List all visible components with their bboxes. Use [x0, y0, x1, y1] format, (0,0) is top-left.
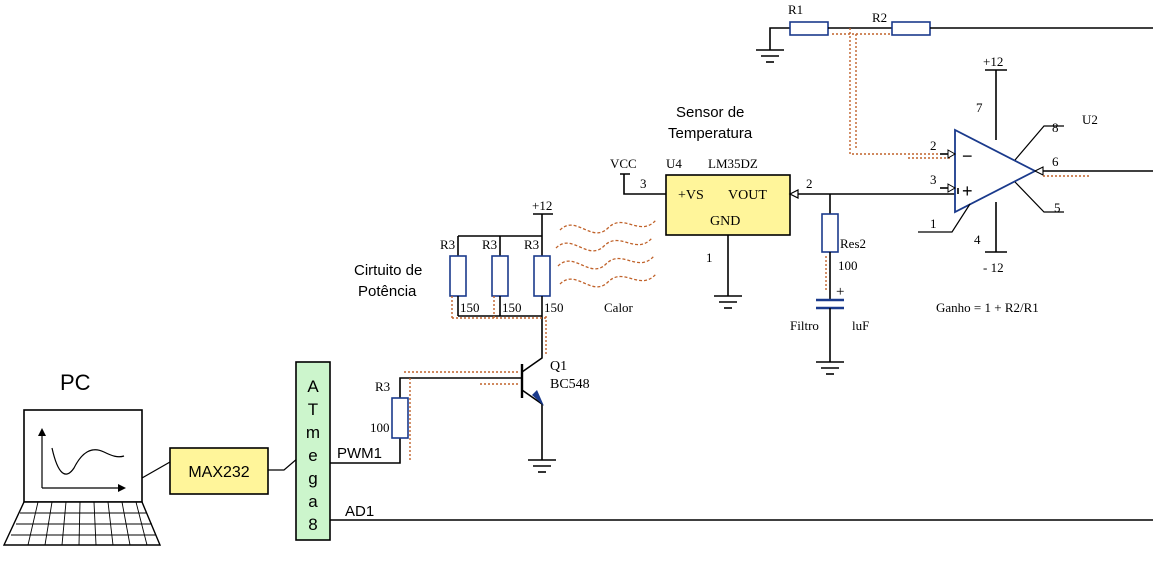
atmega8-letter: g: [308, 469, 317, 488]
base-resistor: [391, 397, 409, 439]
power-resistor-name: R3: [482, 237, 497, 252]
filter-resistor-value: 100: [838, 258, 858, 273]
transistor-name: Q1: [550, 359, 567, 374]
atmega8-letter: T: [308, 400, 318, 419]
atmega8-box: [295, 361, 331, 541]
power-resistor-2: [491, 255, 509, 297]
filter-cap-value: luF: [852, 318, 869, 333]
ground-icon: [756, 49, 784, 63]
opamp-ref: U2: [1082, 112, 1098, 127]
gain-formula: Ganho = 1 + R2/R1: [936, 300, 1039, 315]
power-resistor-1: [449, 255, 467, 297]
opamp-pin-number: 5: [1054, 200, 1061, 215]
filter-cap-polarity: +: [836, 284, 844, 300]
power-circuit-title-line1: Cirtuito de: [354, 262, 422, 279]
pwm1-net-label: PWM1: [337, 445, 382, 462]
power-circuit-title-line2: Potência: [358, 283, 417, 300]
transistor-part: BC548: [550, 377, 590, 392]
filter-cap-name: Filtro: [790, 318, 819, 333]
opamp-pin-number: 4: [974, 232, 981, 247]
opamp-minus-sign: −: [962, 146, 973, 166]
atmega8-letter: e: [308, 446, 317, 465]
sensor-ref: U4: [666, 156, 682, 171]
ground-icon: [528, 459, 556, 473]
opamp-pin-number: 1: [930, 216, 937, 231]
atmega8-letter: m: [306, 423, 320, 442]
vcc-label: VCC: [610, 156, 637, 171]
sensor-pin-number: 2: [806, 176, 813, 191]
base-resistor-name: R3: [375, 379, 390, 394]
sensor-pin-number: 3: [640, 176, 647, 191]
atmega8-letter: a: [308, 492, 318, 511]
atmega8-letter: 8: [308, 515, 317, 534]
sensor-pin-vout: VOUT: [728, 188, 767, 203]
sensor-title-line1: Sensor de: [676, 104, 744, 121]
power-resistor-name: R3: [440, 237, 455, 252]
ad1-net-label: AD1: [345, 503, 374, 520]
power-resistor-value: 150: [460, 300, 480, 315]
lm35-sensor-box: [665, 174, 791, 236]
feedback-r1-label: R1: [788, 2, 803, 17]
atmega8-letter: A: [307, 377, 319, 396]
opamp-pin-number: 6: [1052, 154, 1059, 169]
power-resistor-value: 150: [502, 300, 522, 315]
npn-transistor-q1: [520, 316, 547, 460]
max232-label: MAX232: [188, 464, 249, 481]
heat-label: Calor: [604, 300, 634, 315]
base-resistor-value: 100: [370, 420, 390, 435]
ground-icon: [714, 295, 742, 309]
pc-label: PC: [60, 370, 91, 395]
opamp-u2: [954, 128, 1037, 214]
filter-capacitor: [816, 298, 844, 310]
power-resistor-name: R3: [524, 237, 539, 252]
plus12-label: +12: [532, 198, 552, 213]
opamp-minus12-label: - 12: [983, 260, 1004, 275]
sensor-pin-vs: +VS: [678, 188, 704, 203]
sensor-title-line2: Temperatura: [668, 125, 753, 142]
sensor-part: LM35DZ: [708, 156, 758, 171]
laptop-with-graph-icon: [2, 409, 162, 546]
opamp-pin-number: 7: [976, 100, 983, 115]
feedback-resistor-r2: [891, 21, 931, 36]
power-resistor-3: [533, 255, 551, 297]
opamp-plus12-label: +12: [983, 54, 1003, 69]
heat-waves-icon: [555, 219, 657, 288]
sensor-pin-gnd: GND: [710, 214, 740, 229]
ground-icon: [816, 361, 844, 375]
feedback-resistor-r1: [789, 21, 829, 36]
max232-box: [169, 447, 269, 495]
opamp-plus-sign: +: [962, 181, 973, 201]
filter-resistor: [821, 213, 839, 253]
opamp-pin-number: 8: [1052, 120, 1059, 135]
opamp-pin-number: 2: [930, 138, 937, 153]
filter-resistor-name: Res2: [840, 236, 866, 251]
opamp-pin-number: 3: [930, 172, 937, 187]
power-resistor-value: 150: [544, 300, 564, 315]
feedback-r2-label: R2: [872, 10, 887, 25]
sensor-pin-number: 1: [706, 250, 713, 265]
